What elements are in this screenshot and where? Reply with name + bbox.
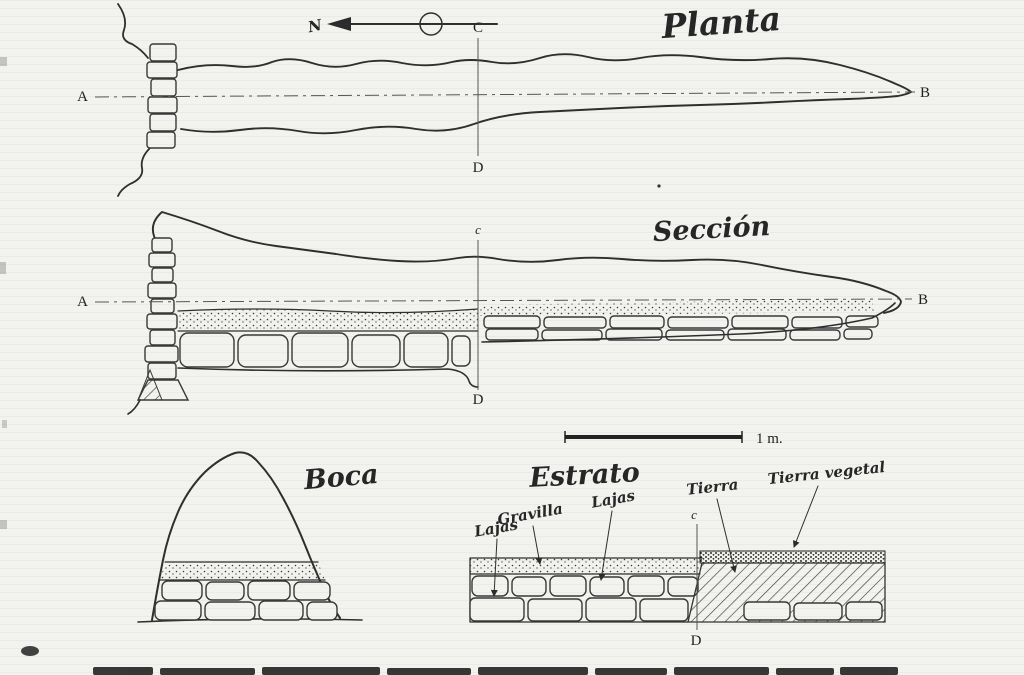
section-marker-b: B: [918, 292, 928, 308]
strata-label-tierra-vegetal: Tierra vegetal: [767, 458, 886, 548]
strata-middle-stones: [471, 575, 699, 597]
section-gravel-band-right: [480, 299, 874, 316]
section-marker-a: A: [77, 294, 88, 310]
caption-remnant: [93, 667, 898, 675]
north-arrow: N: [305, 12, 498, 37]
scale-bar: 1 m.: [564, 431, 783, 447]
section-marker-d: D: [473, 392, 484, 408]
plan-rock-edge-top: [117, 3, 149, 59]
section-floor-bottom-line: [177, 367, 479, 388]
strata-right-slabs: [743, 601, 883, 621]
plan-outline-top: [177, 53, 912, 93]
strata-label-gravilla-text: Gravilla: [496, 499, 564, 528]
section-title: Sección: [652, 211, 771, 248]
section-gravel-top-line: [177, 308, 479, 314]
section-marker-c: c: [475, 222, 481, 237]
north-label: N: [305, 16, 324, 37]
scale-label: 1 m.: [756, 431, 783, 447]
strata-label-tierra-text: Tierra: [686, 475, 740, 498]
section-deposit-bottom-right: [481, 302, 896, 343]
strata-title: Estrato: [528, 457, 641, 494]
plan-marker-d: D: [473, 160, 484, 176]
plan-view: A B C D N Planta: [77, 0, 930, 197]
north-arrowhead: [327, 17, 351, 31]
section-floor-stones: [179, 332, 471, 368]
strata-bottom-slabs: [469, 597, 689, 622]
section-gravel-band-left: [178, 309, 478, 331]
plan-marker-a: A: [77, 89, 88, 105]
plan-marker-c: C: [473, 20, 483, 36]
strata-gravel-band: [470, 558, 702, 574]
plan-rock-edge-bottom: [117, 147, 151, 197]
section-roof-outline: [151, 211, 902, 314]
mouth-view: Boca: [137, 451, 380, 623]
strata-label-tierra: Tierra: [686, 475, 740, 573]
north-arrow-circle: [419, 12, 443, 36]
mouth-gravel-band: [160, 562, 325, 580]
mouth-title: Boca: [302, 459, 380, 496]
section-view: A B c D Sección: [77, 211, 928, 415]
strata-diagram: 1 m. Estrato L: [469, 431, 886, 649]
mouth-stones: [154, 580, 338, 621]
ink-speck: [657, 184, 661, 188]
section-masonry-column: [127, 237, 190, 415]
strata-label-tierra-vegetal-text: Tierra vegetal: [767, 458, 886, 488]
strata-left-frame: [469, 557, 703, 623]
plan-masonry-wall: [146, 43, 178, 149]
mouth-gravel-lines: [159, 561, 326, 581]
scan-artifacts: [0, 57, 39, 656]
plan-centerline: [94, 91, 916, 98]
plan-marker-b: B: [920, 85, 930, 101]
strata-label-lajas-2: Lajas: [589, 486, 637, 581]
strata-marker-d: D: [691, 633, 702, 649]
strata-marker-c: c: [691, 507, 697, 522]
section-centerline: [94, 298, 913, 303]
plan-title: Planta: [659, 0, 782, 46]
plan-outline-bottom: [180, 91, 912, 135]
strata-topsoil-strip: [699, 550, 886, 564]
